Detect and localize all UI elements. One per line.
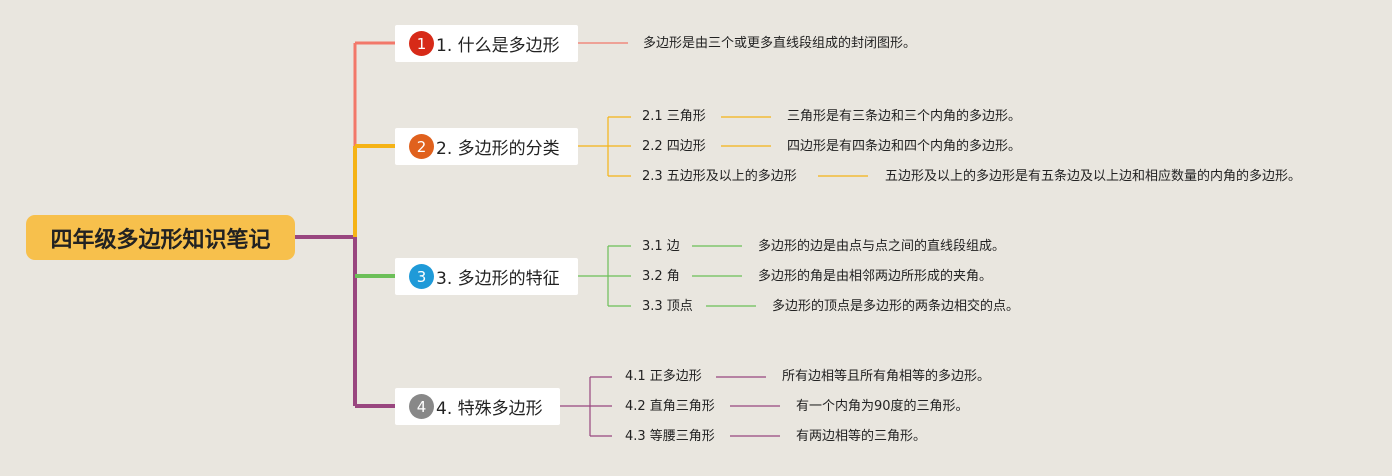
subtopic-3-3[interactable]: 3.3 顶点 [642,299,693,314]
root-topic[interactable]: 四年级多边形知识笔记 [26,215,295,260]
number-4-icon: 4 [409,394,434,419]
number-2-icon: 2 [409,134,434,159]
branch-topic-4[interactable]: 4 4. 特殊多边形 [395,388,560,425]
subtopic-3-3-description[interactable]: 多边形的顶点是多边形的两条边相交的点。 [772,299,1020,314]
branch-1-description[interactable]: 多边形是由三个或更多直线段组成的封闭图形。 [643,36,917,51]
subtopic-3-1-description[interactable]: 多边形的边是由点与点之间的直线段组成。 [758,239,1006,254]
number-3-icon: 3 [409,264,434,289]
number-1-icon: 1 [409,31,434,56]
subtopic-3-1[interactable]: 3.1 边 [642,239,680,254]
subtopic-2-2-description[interactable]: 四边形是有四条边和四个内角的多边形。 [787,139,1022,154]
branch-title: 4. 特殊多边形 [436,399,543,419]
subtopic-2-3-description[interactable]: 五边形及以上的多边形是有五条边及以上边和相应数量的内角的多边形。 [885,169,1302,184]
branch-title: 1. 什么是多边形 [436,36,560,56]
branch-title: 3. 多边形的特征 [436,269,560,289]
branch-title: 2. 多边形的分类 [436,139,560,159]
subtopic-4-2[interactable]: 4.2 直角三角形 [625,399,715,414]
subtopic-4-3[interactable]: 4.3 等腰三角形 [625,429,715,444]
subtopic-2-3[interactable]: 2.3 五边形及以上的多边形 [642,169,797,184]
branch-topic-2[interactable]: 2 2. 多边形的分类 [395,128,578,165]
subtopic-2-1-description[interactable]: 三角形是有三条边和三个内角的多边形。 [787,109,1022,124]
branch-topic-1[interactable]: 1 1. 什么是多边形 [395,25,578,62]
subtopic-3-2[interactable]: 3.2 角 [642,269,680,284]
subtopic-2-1[interactable]: 2.1 三角形 [642,109,706,124]
subtopic-4-1[interactable]: 4.1 正多边形 [625,369,702,384]
subtopic-4-2-description[interactable]: 有一个内角为90度的三角形。 [796,399,969,414]
subtopic-3-2-description[interactable]: 多边形的角是由相邻两边所形成的夹角。 [758,269,993,284]
subtopic-2-2[interactable]: 2.2 四边形 [642,139,706,154]
branch-topic-3[interactable]: 3 3. 多边形的特征 [395,258,578,295]
subtopic-4-1-description[interactable]: 所有边相等且所有角相等的多边形。 [782,369,991,384]
subtopic-4-3-description[interactable]: 有两边相等的三角形。 [796,429,927,444]
root-title: 四年级多边形知识笔记 [50,227,271,253]
